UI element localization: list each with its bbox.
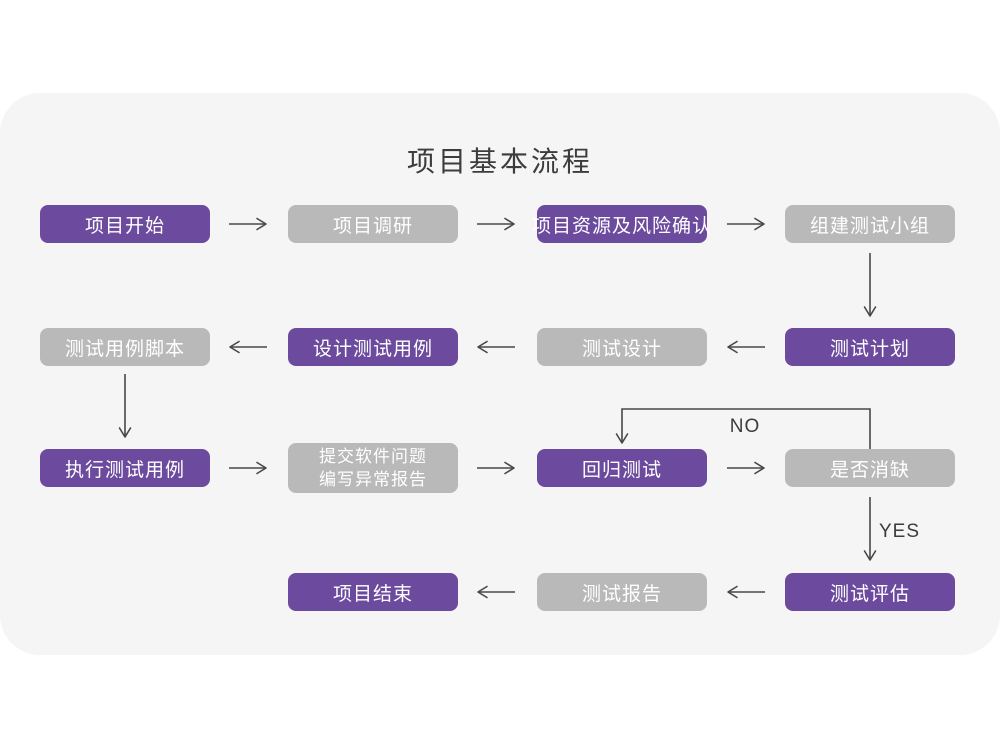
node-design-test-cases: 设计测试用例 (288, 328, 458, 366)
node-resource-risk-confirm: 项目资源及风险确认 (532, 205, 711, 243)
node-test-design: 测试设计 (537, 328, 707, 366)
node-label-line1: 提交软件问题 (319, 447, 427, 466)
node-label: 执行测试用例 (64, 459, 185, 481)
yes-branch-label: YES (879, 521, 921, 542)
node-label: 组建测试小组 (809, 215, 930, 237)
node-test-plan: 测试计划 (785, 328, 955, 366)
node-build-test-team: 组建测试小组 (785, 205, 955, 243)
node-project-end: 项目结束 (288, 573, 458, 611)
node-defect-resolved: 是否消缺 (785, 449, 955, 487)
node-project-start: 项目开始 (40, 205, 210, 243)
node-label: 项目结束 (332, 583, 413, 605)
node-execute-test-cases: 执行测试用例 (40, 449, 210, 487)
node-label: 测试报告 (581, 583, 662, 605)
node-submit-issues-report: 提交软件问题 编写异常报告 (288, 443, 458, 493)
node-test-case-script: 测试用例脚本 (40, 328, 210, 366)
node-label: 项目调研 (332, 215, 413, 237)
node-label: 是否消缺 (829, 459, 910, 481)
flowchart-title: 项目基本流程 (406, 146, 593, 177)
node-label-line2: 编写异常报告 (319, 470, 427, 489)
node-test-report: 测试报告 (537, 573, 707, 611)
no-branch-label: NO (729, 416, 761, 437)
node-label: 项目开始 (84, 215, 165, 237)
node-project-research: 项目调研 (288, 205, 458, 243)
node-label: 设计测试用例 (312, 338, 433, 360)
flowchart-card (0, 93, 1000, 655)
node-test-evaluation: 测试评估 (785, 573, 955, 611)
node-label: 测试评估 (829, 583, 910, 605)
node-label: 测试设计 (581, 338, 662, 360)
node-label: 项目资源及风险确认 (532, 215, 713, 237)
node-label: 回归测试 (581, 459, 662, 481)
node-regression-test: 回归测试 (537, 449, 707, 487)
node-label: 测试用例脚本 (64, 338, 185, 360)
node-label: 测试计划 (829, 338, 910, 360)
